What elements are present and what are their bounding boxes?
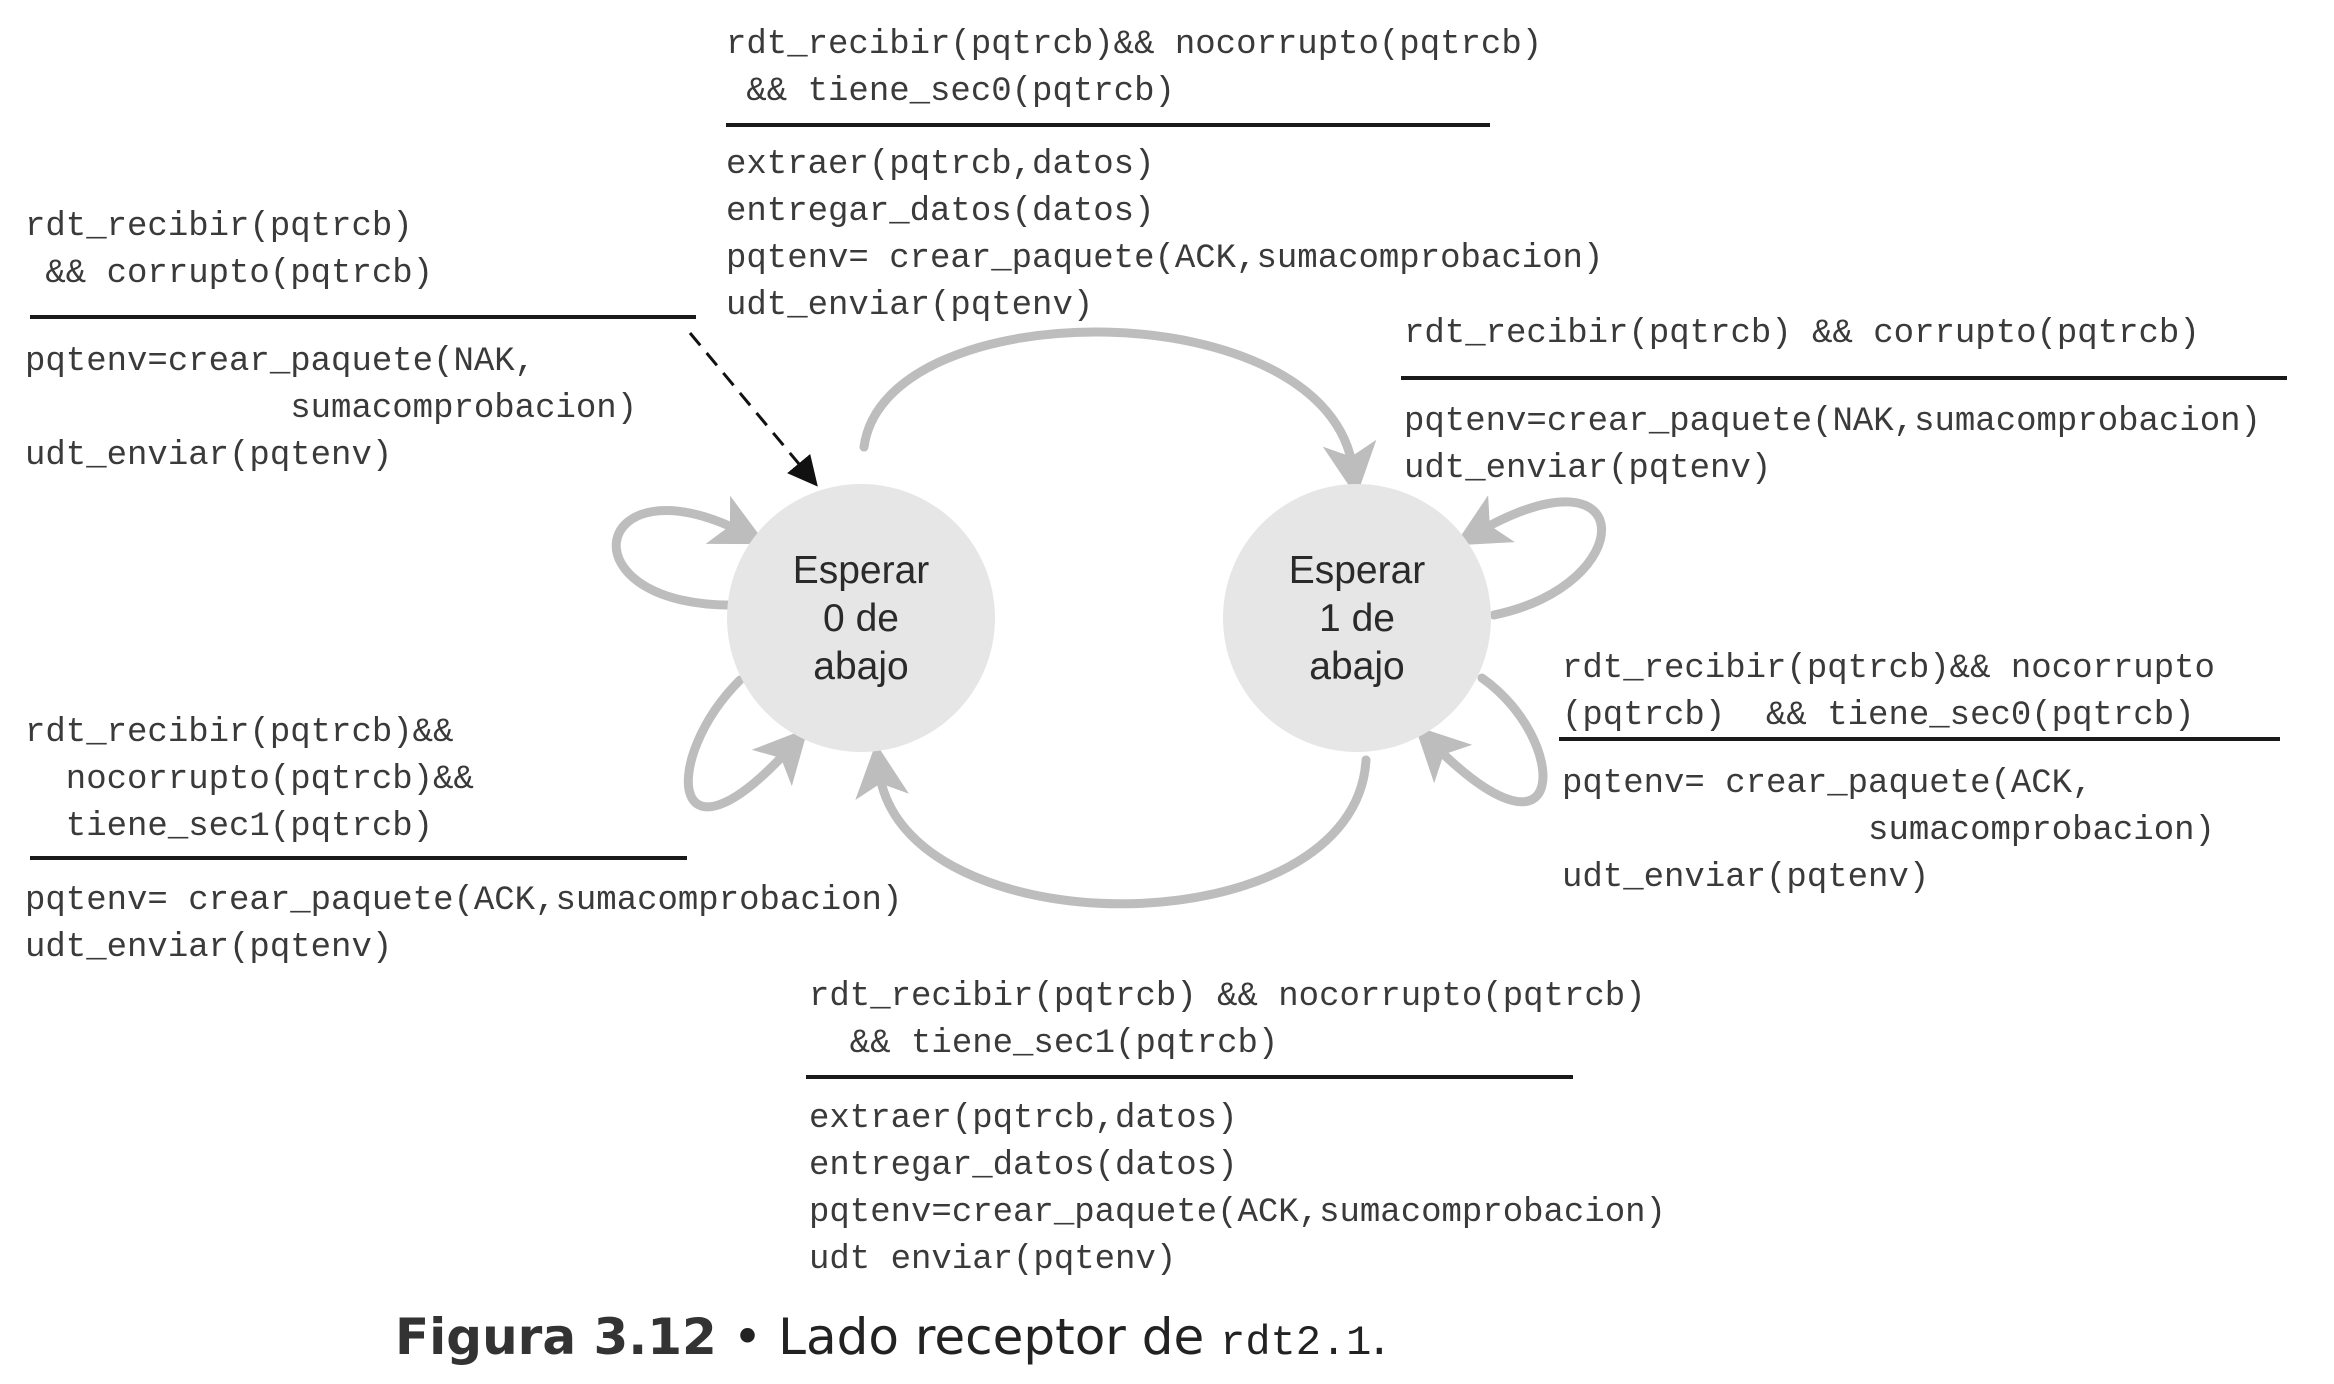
transition-rule [30, 315, 696, 319]
action-line: entregar_datos(datos) [726, 193, 1155, 231]
loop-s0-corrupt [611, 495, 767, 610]
transition-s1-corrupt-actions: pqtenv=crear_paquete(NAK,sumacomprobacio… [1404, 399, 2261, 493]
figure-number: Figura 3.12 [395, 1308, 717, 1366]
figure-caption: Figura 3.12 • Lado receptor de rdt2.1. [395, 1308, 1387, 1367]
caption-bullet: • [732, 1308, 763, 1366]
action-line: pqtenv=crear_paquete(ACK,sumacomprobacio… [809, 1194, 1666, 1232]
caption-code: rdt2.1 [1220, 1319, 1372, 1367]
event-line: rdt_recibir(pqtrcb) && nocorrupto(pqtrcb… [809, 978, 1646, 1016]
event-line: rdt_recibir(pqtrcb) [25, 208, 413, 246]
event-line: && corrupto(pqtrcb) [25, 255, 434, 293]
transition-s0-corrupt-event: rdt_recibir(pqtrcb) && corrupto(pqtrcb) [25, 204, 433, 298]
event-line: rdt_recibir(pqtrcb)&& nocorrupto [1562, 650, 2215, 688]
event-line: nocorrupto(pqtrcb)&& [25, 761, 474, 799]
caption-end: . [1371, 1308, 1388, 1366]
caption-text: Lado receptor de [778, 1308, 1221, 1366]
state-wait-1: Esperar 1 de abajo [1223, 547, 1491, 691]
state-label-line: abajo [813, 645, 909, 688]
loop-s1-corrupt [1454, 495, 1606, 620]
action-line: extraer(pqtrcb,datos) [809, 1100, 1238, 1138]
event-line: tiene_sec1(pqtrcb) [25, 808, 434, 846]
loop-s0-sec1 [683, 675, 809, 812]
state-label-line: Esperar [1288, 549, 1426, 592]
action-line: pqtenv=crear_paquete(NAK, [25, 343, 536, 381]
action-line: udt_enviar(pqtenv) [25, 929, 393, 967]
action-line: pqtenv=crear_paquete(NAK,sumacomprobacio… [1404, 403, 2261, 441]
transition-s1-to-s0-actions: extraer(pqtrcb,datos) entregar_datos(dat… [809, 1096, 1666, 1284]
event-line: (pqtrcb) && tiene_sec0(pqtrcb) [1562, 697, 2195, 735]
state-label-line: 1 de [1319, 597, 1395, 640]
dashed-pointer-arrow [688, 332, 818, 487]
state-circle-1 [1223, 484, 1491, 752]
event-line: && tiene_sec0(pqtrcb) [726, 73, 1175, 111]
action-line: udt enviar(pqtenv) [809, 1241, 1177, 1279]
event-line: rdt_recibir(pqtrcb)&& [25, 714, 454, 752]
transition-s0-sec1-actions: pqtenv= crear_paquete(ACK,sumacomprobaci… [25, 878, 902, 972]
transition-rule [726, 123, 1490, 127]
action-line: pqtenv= crear_paquete(ACK,sumacomprobaci… [25, 882, 903, 920]
transition-rule [1401, 376, 2287, 380]
state-label-line: Esperar [792, 549, 930, 592]
action-line: udt_enviar(pqtenv) [726, 287, 1094, 325]
transition-s1-corrupt-event: rdt_recibir(pqtrcb) && corrupto(pqtrcb) [1404, 311, 2200, 358]
state-label-line: abajo [1309, 645, 1405, 688]
event-line: rdt_recibir(pqtrcb)&& nocorrupto(pqtrcb) [726, 26, 1543, 64]
event-line: rdt_recibir(pqtrcb) && corrupto(pqtrcb) [1404, 315, 2200, 353]
action-line: udt_enviar(pqtenv) [25, 437, 393, 475]
action-line: extraer(pqtrcb,datos) [726, 146, 1155, 184]
action-line: entregar_datos(datos) [809, 1147, 1238, 1185]
transition-s0-sec1-event: rdt_recibir(pqtrcb)&& nocorrupto(pqtrcb)… [25, 710, 474, 851]
transition-s1-to-s0-event: rdt_recibir(pqtrcb) && nocorrupto(pqtrcb… [809, 974, 1646, 1068]
loop-s1-sec0 [1414, 673, 1548, 807]
transition-rule [30, 856, 687, 860]
action-line: pqtenv= crear_paquete(ACK, [1562, 765, 2093, 803]
state-wait-0: Esperar 0 de abajo [727, 547, 995, 691]
transition-rule [806, 1075, 1573, 1079]
transition-s1-sec0-event: rdt_recibir(pqtrcb)&& nocorrupto (pqtrcb… [1562, 646, 2215, 740]
transition-s0-to-s1-actions: extraer(pqtrcb,datos) entregar_datos(dat… [726, 142, 1603, 330]
transition-s1-sec0-actions: pqtenv= crear_paquete(ACK, sumacomprobac… [1562, 761, 2215, 902]
event-line: && tiene_sec1(pqtrcb) [809, 1025, 1279, 1063]
action-line: udt_enviar(pqtenv) [1404, 450, 1772, 488]
action-line: sumacomprobacion) [25, 390, 638, 428]
arrow-s0-to-s1 [859, 327, 1377, 497]
action-line: udt_enviar(pqtenv) [1562, 859, 1930, 897]
state-label-line: 0 de [823, 597, 899, 640]
transition-rule [1559, 737, 2280, 741]
arrow-s1-to-s0 [855, 743, 1371, 909]
action-line: pqtenv= crear_paquete(ACK,sumacomprobaci… [726, 240, 1604, 278]
action-line: sumacomprobacion) [1562, 812, 2215, 850]
transition-s0-corrupt-actions: pqtenv=crear_paquete(NAK, sumacomprobaci… [25, 339, 637, 480]
transition-s0-to-s1-event: rdt_recibir(pqtrcb)&& nocorrupto(pqtrcb)… [726, 22, 1542, 116]
state-circle-0 [727, 484, 995, 752]
